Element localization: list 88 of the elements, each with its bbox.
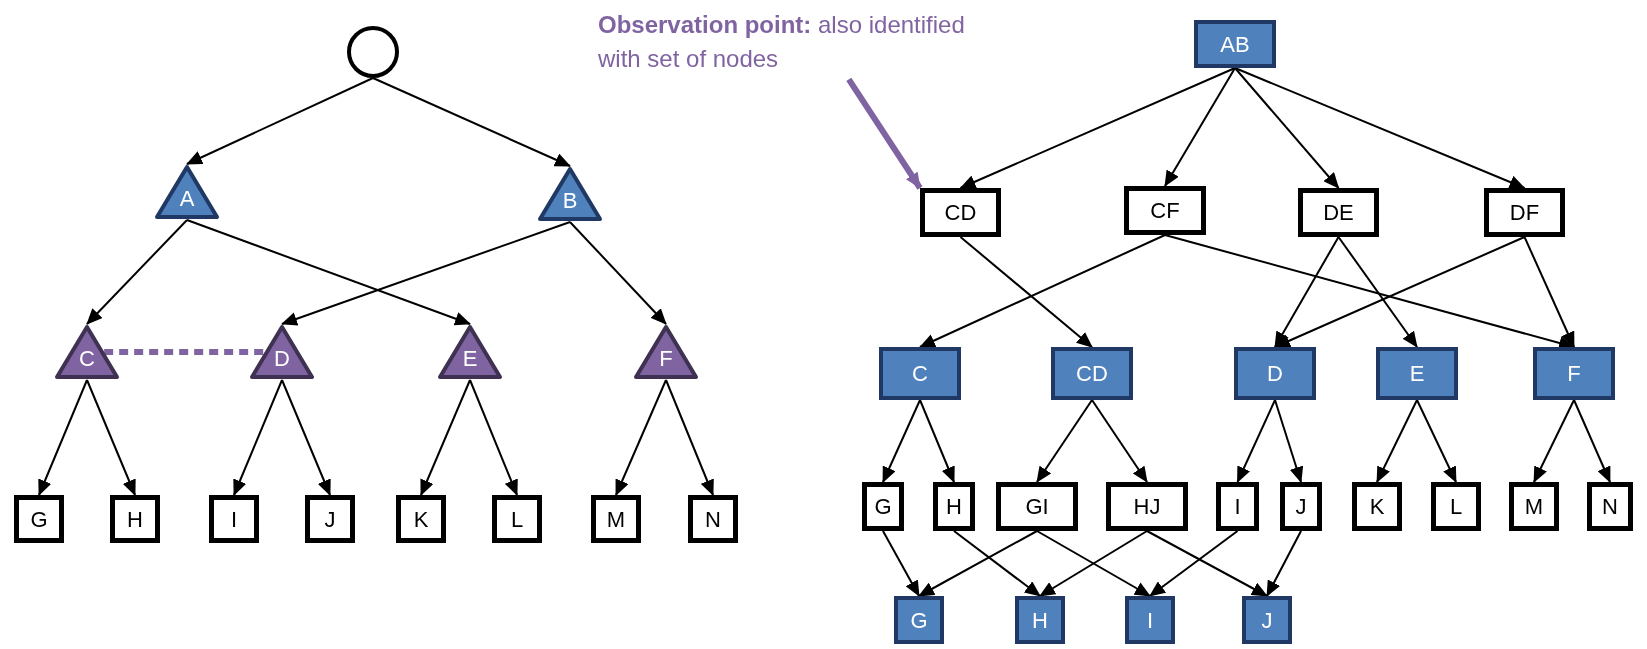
- node-label: C: [79, 346, 95, 372]
- arrow: [1164, 67, 1236, 187]
- node-box: G: [894, 596, 944, 644]
- arrow: [959, 67, 1236, 189]
- dashed-line: [104, 349, 266, 355]
- arrow: [281, 379, 331, 496]
- arrow: [882, 399, 921, 483]
- arrow: [1416, 399, 1457, 483]
- node-box: F: [1533, 347, 1615, 400]
- arrow: [1533, 399, 1575, 483]
- node-box: G: [14, 495, 64, 543]
- arrow: [420, 379, 471, 496]
- arrow: [1573, 399, 1611, 483]
- arrow: [919, 234, 1166, 348]
- arrow: [665, 379, 714, 496]
- node-box: N: [688, 495, 738, 543]
- arrow: [1266, 530, 1302, 597]
- arrow: [953, 530, 1041, 597]
- arrow: [882, 530, 920, 597]
- arrow: [1274, 236, 1340, 348]
- node-box: DF: [1484, 188, 1565, 237]
- node-box: J: [1242, 596, 1292, 644]
- arrow: [1236, 399, 1276, 483]
- arrow: [959, 236, 1093, 348]
- node-box: H: [933, 482, 975, 531]
- annotation-text: Observation point: also identified with set of nodes: [598, 8, 978, 76]
- arrow: [186, 219, 471, 326]
- arrow: [1234, 67, 1340, 189]
- arrow: [1234, 67, 1526, 189]
- node-box: M: [591, 495, 641, 543]
- triangle-node: [154, 164, 220, 220]
- node-box: CD: [1051, 347, 1133, 400]
- node-box: L: [492, 495, 542, 543]
- node-label: E: [462, 346, 478, 372]
- node-box: C: [879, 347, 961, 400]
- node-box: H: [1015, 596, 1065, 644]
- triangle-node: [437, 324, 503, 380]
- node-box: G: [862, 482, 904, 531]
- node-box: I: [1216, 482, 1259, 531]
- node-box: AB: [1194, 20, 1276, 68]
- node-label: A: [179, 186, 195, 212]
- arrow: [1274, 399, 1304, 483]
- arrow: [1091, 399, 1148, 483]
- node-box: J: [1280, 482, 1322, 531]
- triangle-node: [54, 324, 120, 380]
- arrow: [38, 379, 88, 496]
- arrow: [919, 399, 955, 483]
- node-box: DE: [1298, 188, 1379, 237]
- node-label: D: [274, 346, 290, 372]
- node-box: CF: [1124, 186, 1206, 235]
- triangle-node: [537, 166, 603, 222]
- arrow: [1146, 530, 1268, 597]
- arrow: [1164, 234, 1575, 350]
- arrow: [86, 219, 188, 325]
- arrow: [233, 379, 283, 496]
- arrow: [372, 77, 571, 167]
- arrow: [1376, 399, 1418, 483]
- node-box: N: [1587, 482, 1633, 531]
- arrow: [86, 379, 136, 496]
- arrow: [1149, 530, 1239, 597]
- arrow: [615, 379, 667, 496]
- node-box: H: [110, 495, 160, 543]
- arrow: [918, 530, 1038, 597]
- node-box: GI: [996, 482, 1078, 531]
- node-box: L: [1431, 482, 1481, 531]
- node-box: D: [1234, 347, 1316, 400]
- node-box: I: [1125, 596, 1175, 644]
- node-box: M: [1509, 482, 1559, 531]
- arrow: [1274, 236, 1526, 348]
- arrow: [846, 77, 923, 190]
- arrow: [1523, 236, 1575, 348]
- node-box: I: [209, 495, 259, 543]
- node-box: E: [1376, 347, 1458, 400]
- arrow: [569, 221, 667, 325]
- node-box: CD: [920, 188, 1001, 237]
- arrow: [186, 77, 374, 165]
- arrow: [469, 379, 518, 496]
- node-box: K: [1352, 482, 1402, 531]
- node-box: HJ: [1106, 482, 1188, 531]
- node-label: B: [562, 188, 578, 214]
- node-label: F: [659, 346, 673, 372]
- node-box: J: [305, 495, 355, 543]
- node-box: K: [396, 495, 446, 543]
- triangle-node: [249, 324, 315, 380]
- triangle-node: [633, 324, 699, 380]
- arrow: [1337, 236, 1418, 348]
- arrow: [1036, 399, 1093, 483]
- arrow: [281, 221, 571, 326]
